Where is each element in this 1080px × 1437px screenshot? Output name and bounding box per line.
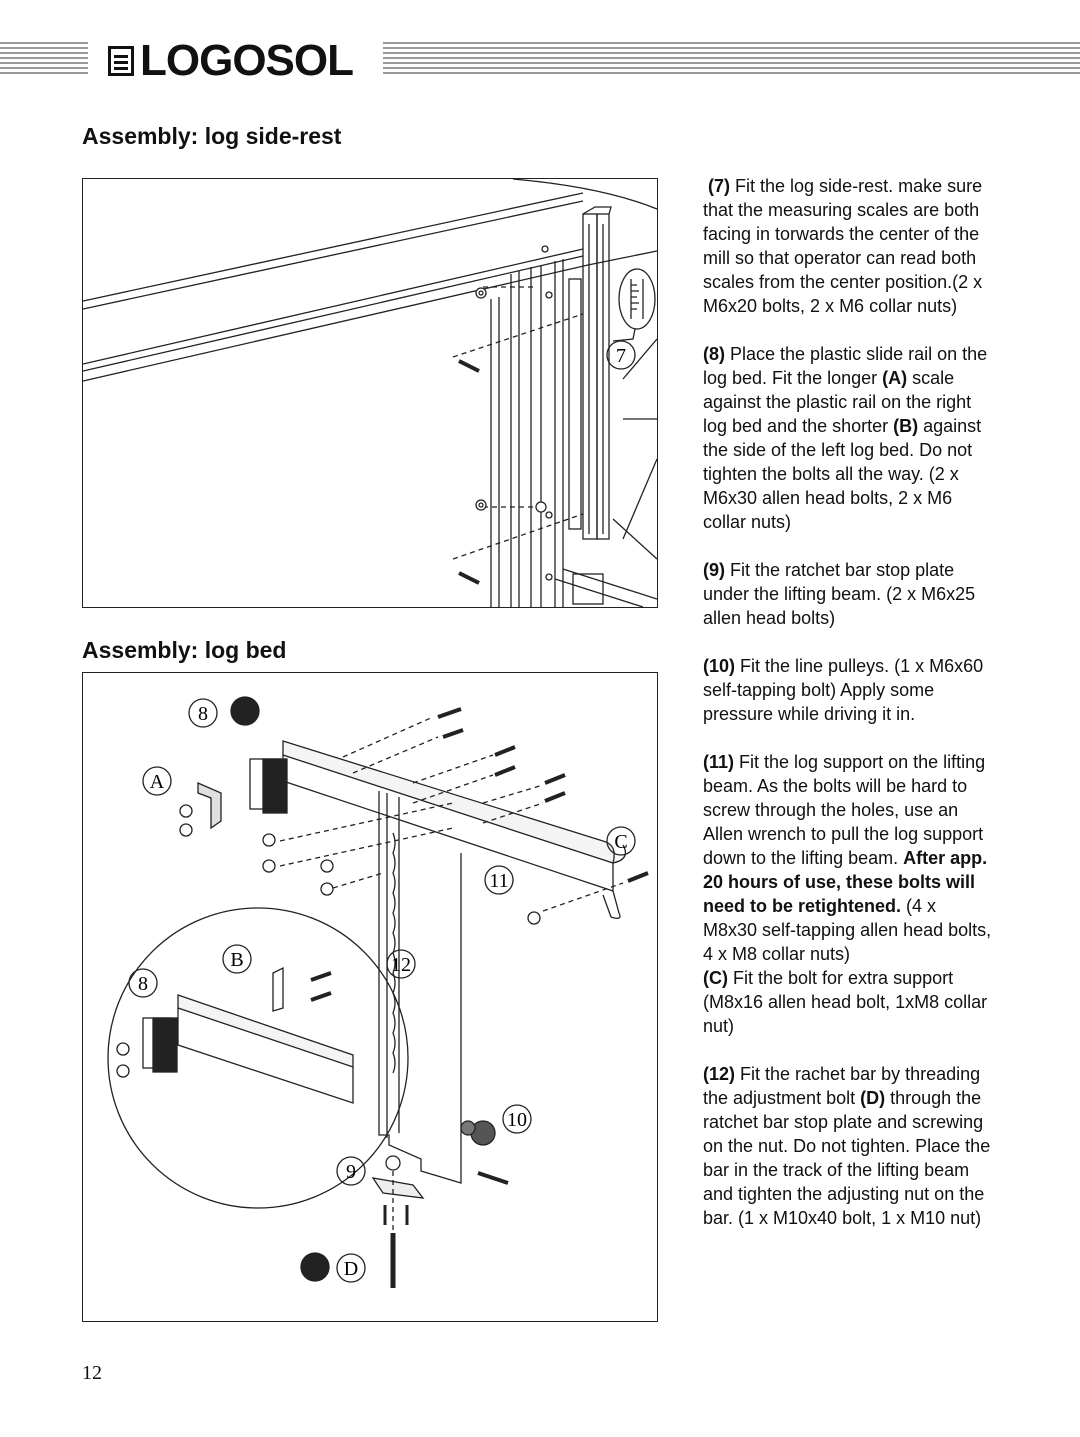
callout-10: 10 [507,1109,527,1131]
step-12: (12) Fit the rachet bar by threading the… [703,1062,995,1230]
step-11-text-a: Fit the log support on the lifting beam.… [703,752,986,868]
page-number: 12 [82,1362,102,1384]
step-12-label-D: (D) [860,1088,886,1108]
step-8-number: (8) [703,344,725,364]
callout-8: 8 [198,703,208,725]
step-7-text: Fit the log side-rest. make sure that th… [703,176,983,316]
step-10-number: (10) [703,656,736,676]
step-10: (10) Fit the line pulleys. (1 x M6x60 se… [703,654,995,726]
step-8-text-c: against the side of the left log bed. Do… [703,416,982,532]
callout-B: B [230,949,243,971]
step-7: (7) Fit the log side-rest. make sure tha… [703,174,995,318]
callout-7: 7 [616,345,626,367]
step-8-text-b: scale against the plastic rail on the ri… [703,368,972,436]
step-8: (8) Place the plastic slide rail on the … [703,342,995,534]
figure-log-bed: 8 A C 11 B 8 12 10 9 D [82,672,658,1322]
step-9-number: (9) [703,560,725,580]
step-9: (9) Fit the ratchet bar stop plate under… [703,558,995,630]
callout-A: A [150,771,165,793]
step-8-label-B: (B) [893,416,919,436]
instructions-column: (7) Fit the log side-rest. make sure tha… [703,174,995,1230]
header-stripes-left [0,42,88,76]
step-C-text: Fit the bolt for extra support (M8x16 al… [703,968,988,1036]
step-8-label-A: (A) [882,368,908,388]
step-11-warning: After app. 20 hours of use, these bolts … [703,848,988,916]
step-12-text-b: through the ratchet bar stop plate and s… [703,1088,991,1228]
logo-text: LOGOSOL [140,36,354,85]
step-12-number: (12) [703,1064,736,1084]
callout-11: 11 [489,870,508,892]
step-9-text: Fit the ratchet bar stop plate under the… [703,560,976,628]
step-C-number: (C) [703,968,728,988]
section-title-side-rest: Assembly: log side-rest [82,123,342,149]
header-stripes-right [383,42,1080,76]
logosol-logo-icon [108,46,134,76]
step-10-text: Fit the line pulleys. (1 x M6x60 self-ta… [703,656,984,724]
page-header: LOGOSOL [0,36,1080,85]
callout-C: C [614,831,627,853]
side-rest-diagram: 7 [83,179,657,607]
callout-9: 9 [346,1161,356,1183]
callout-D: D [344,1258,358,1280]
figure-log-side-rest: 7 [82,178,658,608]
step-11-number: (11) [703,752,735,772]
step-8-text-a: Place the plastic slide rail on the log … [703,344,988,388]
callout-12: 12 [391,954,411,976]
step-7-number: (7) [708,176,731,196]
step-C: (C) Fit the bolt for extra support (M8x1… [703,966,995,1038]
section-title-log-bed: Assembly: log bed [82,637,287,663]
log-bed-diagram: 8 A C 11 B 8 12 10 9 D [107,696,649,1288]
callout-8b: 8 [138,973,148,995]
step-11: (11) Fit the log support on the lifting … [703,750,995,966]
step-12-text-a: Fit the rachet bar by threading the adju… [703,1064,981,1108]
step-11-text-b: (4 x M8x30 self-tapping allen head bolts… [703,896,992,964]
